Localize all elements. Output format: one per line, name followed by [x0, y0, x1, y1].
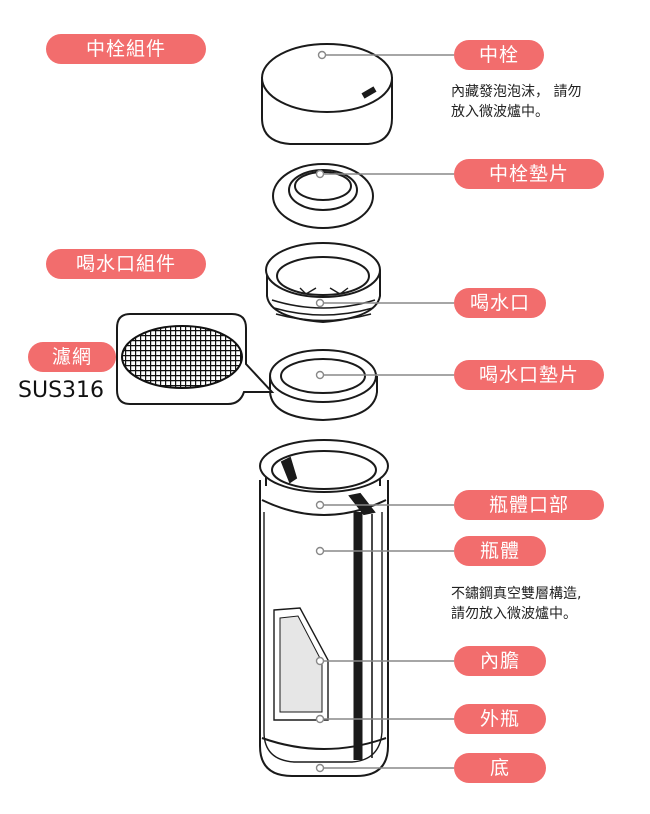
bottle-note-line1: 不鏽鋼真空雙層構造, — [451, 586, 582, 602]
bottle-mouth-label: 瓶體口部 — [454, 490, 604, 520]
stopper-gasket-label: 中栓墊片 — [454, 159, 604, 189]
inner-liner-label: 內膽 — [454, 646, 546, 676]
base-label: 底 — [454, 753, 546, 783]
filter-material-text: SUS316 — [18, 378, 105, 403]
filter-label: 濾網 — [28, 342, 116, 372]
drink-spout-gasket-part — [269, 349, 378, 422]
filter-callout — [116, 313, 275, 405]
stopper-label: 中栓 — [454, 40, 544, 70]
leader-lines — [315, 50, 454, 773]
bottle-note-line2: 請勿放入微波爐中。 — [451, 606, 577, 622]
stopper-gasket-part — [272, 163, 374, 229]
drink-spout-assembly-label: 喝水口組件 — [46, 249, 206, 279]
outer-bottle-label: 外瓶 — [454, 704, 546, 734]
bottle-part — [259, 439, 389, 777]
stopper-note-line1: 內藏發泡泡沫， 請勿 — [451, 84, 582, 100]
bottle-body-label: 瓶體 — [454, 536, 546, 566]
stopper-part — [261, 43, 393, 145]
drink-spout-label: 喝水口 — [454, 288, 546, 318]
stopper-assembly-label: 中栓組件 — [46, 34, 206, 64]
drink-spout-part — [265, 242, 381, 324]
drink-spout-gasket-label: 喝水口墊片 — [454, 360, 604, 390]
stopper-note-line2: 放入微波爐中。 — [451, 104, 549, 120]
